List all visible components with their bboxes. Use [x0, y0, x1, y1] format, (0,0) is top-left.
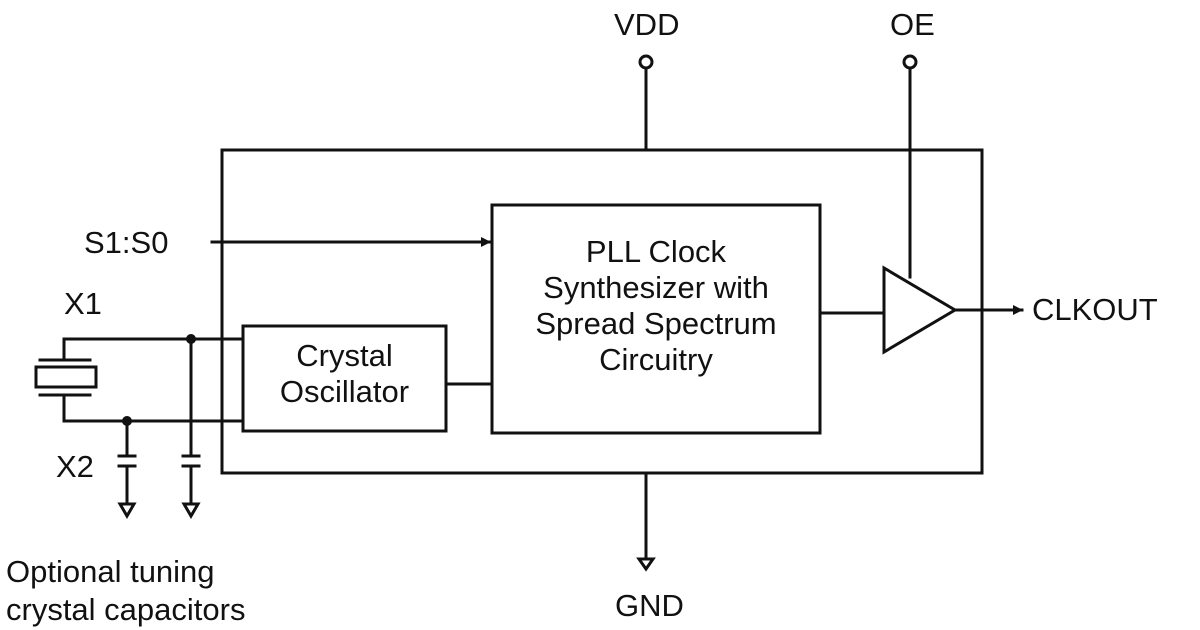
oe-pin	[902, 54, 918, 279]
oscillator-block	[241, 324, 448, 433]
vdd-label: VDD	[614, 7, 680, 42]
x2-label: X2	[56, 449, 94, 484]
x1-label: X1	[64, 286, 102, 321]
tuning-capacitor-x1	[181, 334, 201, 519]
crystal-symbol	[34, 358, 98, 397]
crystal-wires	[62, 337, 245, 423]
gnd-pin	[636, 471, 656, 572]
oscillator-label-line: Oscillator	[279, 374, 410, 409]
pll-label-line: Circuitry	[599, 342, 713, 377]
pll-block	[490, 203, 822, 435]
clkout-label: CLKOUT	[1032, 292, 1158, 327]
oscillator-label-line: Crystal	[296, 338, 393, 373]
output-buffer-triangle	[882, 265, 958, 355]
pll-label-line: Synthesizer with	[543, 270, 769, 305]
pll-label-line: Spread Spectrum	[535, 306, 777, 341]
tuning-capacitor-x2	[117, 416, 137, 519]
pll-label-line: PLL Clock	[585, 234, 727, 269]
note-line-2: crystal capacitors	[6, 592, 246, 627]
vdd-pin	[638, 54, 654, 152]
oscillator-label: Crystal Oscillator	[243, 338, 446, 410]
gnd-label: GND	[615, 588, 684, 623]
oe-label: OE	[890, 7, 935, 42]
note-line-1: Optional tuning	[6, 554, 215, 589]
pll-label: PLL Clock Synthesizer with Spread Spectr…	[492, 234, 820, 378]
select-label: S1:S0	[84, 225, 169, 260]
